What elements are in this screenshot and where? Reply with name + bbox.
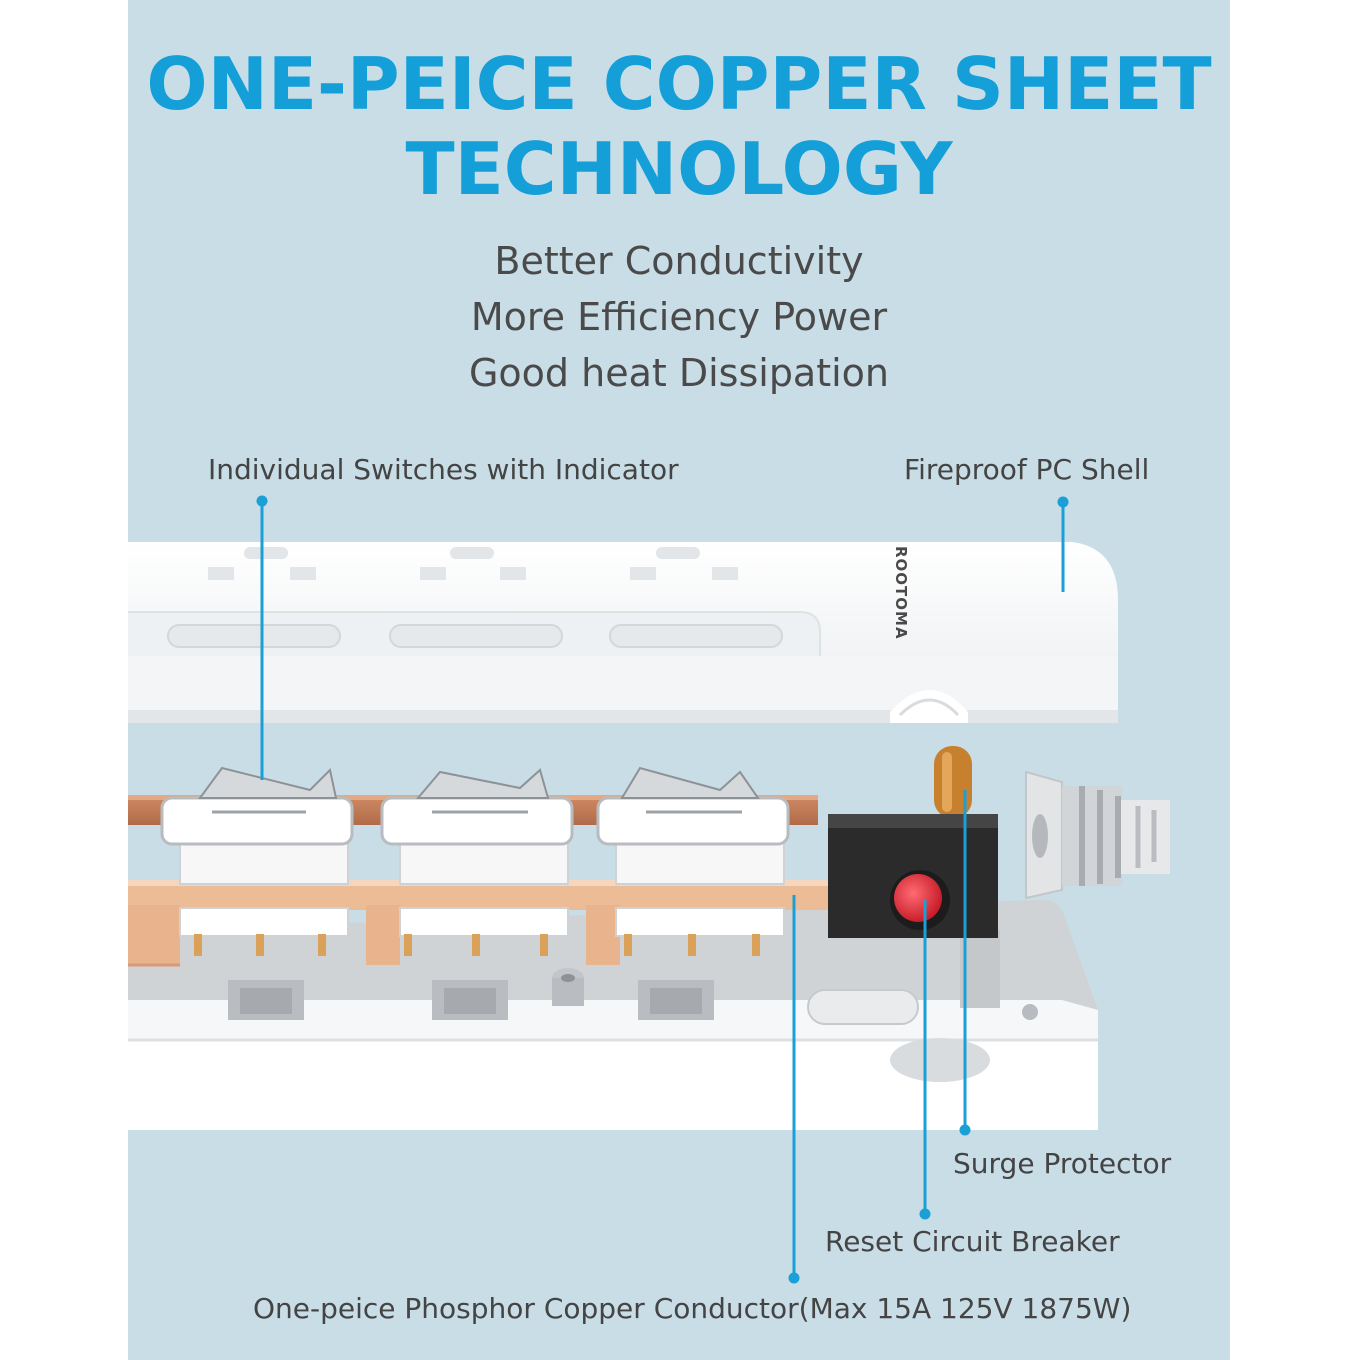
benefit-heat-dissipation: Good heat Dissipation bbox=[468, 351, 890, 395]
label-fireproof-shell: Fireproof PC Shell bbox=[904, 453, 1150, 486]
brand-logo: ROOTOMA bbox=[892, 546, 910, 640]
surge-protector bbox=[934, 746, 972, 818]
top-shell bbox=[128, 542, 1118, 723]
label-surge-protector: Surge Protector bbox=[953, 1147, 1172, 1180]
label-individual-switches: Individual Switches with Indicator bbox=[208, 453, 679, 486]
label-copper-conductor: One-peice Phosphor Copper Conductor(Max … bbox=[253, 1292, 1132, 1325]
switch-3 bbox=[596, 766, 790, 956]
bottom-housing bbox=[128, 899, 1098, 1130]
benefit-conductivity: Better Conductivity bbox=[494, 239, 864, 283]
callout-lines bbox=[256, 495, 1069, 1284]
benefit-efficiency: More Efficiency Power bbox=[470, 295, 888, 339]
reset-circuit-breaker bbox=[828, 814, 998, 938]
page-title-line-1: ONE-PEICE COPPER SHEET bbox=[146, 42, 1212, 126]
switch-1 bbox=[160, 766, 354, 956]
label-reset-breaker: Reset Circuit Breaker bbox=[825, 1225, 1120, 1258]
page-title-line-2: TECHNOLOGY bbox=[405, 127, 953, 211]
switch-2 bbox=[380, 768, 574, 956]
cord-strain-relief bbox=[1025, 770, 1170, 900]
